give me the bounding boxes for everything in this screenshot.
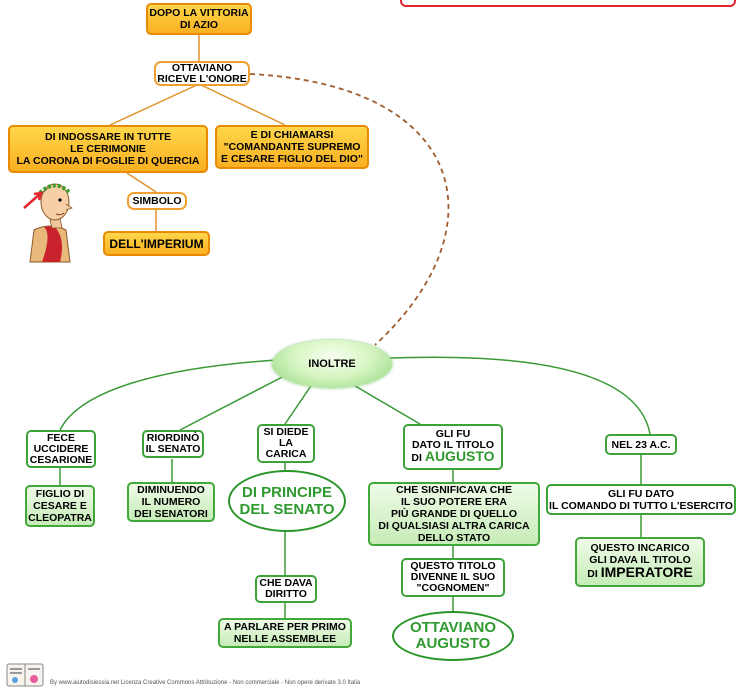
- node-nel-23-ac: NEL 23 A.C.: [605, 434, 677, 455]
- node-dopo-vittoria-azio: DOPO LA VITTORIA DI AZIO: [146, 3, 252, 35]
- incarico-text: QUESTO INCARICO GLI DAVA IL TITOLO DI: [587, 542, 691, 580]
- node-che-dava-diritto: CHE DAVA DIRITTO: [255, 575, 317, 603]
- roman-emperor-illustration: [23, 183, 73, 263]
- node-principe-senato: DI PRINCIPE DEL SENATO: [228, 470, 346, 532]
- node-incarico-imperatore: QUESTO INCARICO GLI DAVA IL TITOLO DI IM…: [575, 537, 705, 587]
- node-figlio-cesare: FIGLIO DI CESARE E CLEOPATRA: [25, 485, 95, 527]
- node-cognomen: QUESTO TITOLO DIVENNE IL SUO "COGNOMEN": [401, 558, 505, 597]
- node-comando-esercito: GLI FU DATO IL COMANDO DI TUTTO L'ESERCI…: [546, 484, 736, 515]
- node-ottaviano-augusto: OTTAVIANO AUGUSTO: [392, 611, 514, 661]
- node-fece-uccidere: FECE UCCIDERE CESARIONE: [26, 430, 96, 468]
- node-chiamarsi-comandante: E DI CHIAMARSI "COMANDANTE SUPREMO E CES…: [215, 125, 369, 169]
- hub-inoltre: INOLTRE: [272, 340, 392, 388]
- node-ottaviano-riceve: OTTAVIANO RICEVE L'ONORE: [154, 61, 250, 86]
- node-titolo-augusto: GLI FU DATO IL TITOLO DI AUGUSTO: [403, 424, 503, 470]
- node-simbolo: SIMBOLO: [127, 192, 187, 210]
- book-logo-icon: [6, 663, 44, 687]
- node-indossare-corona: DI INDOSSARE IN TUTTE LE CERIMONIE LA CO…: [8, 125, 208, 173]
- node-parlare-per-primo: A PARLARE PER PRIMO NELLE ASSEMBLEE: [218, 618, 352, 648]
- license-footer: By www.aiutodislessia.net Licenza Creati…: [50, 680, 361, 686]
- node-si-diede-carica: SI DIEDE LA CARICA: [257, 424, 315, 463]
- node-significava: CHE SIGNIFICAVA CHE IL SUO POTERE ERA PI…: [368, 482, 540, 546]
- imperatore-word: IMPERATORE: [600, 564, 693, 580]
- title-frame-edge: [400, 0, 736, 7]
- titolo-augusto-text: GLI FU DATO IL TITOLO DI: [411, 428, 495, 464]
- augusto-word: AUGUSTO: [424, 448, 495, 464]
- node-riordino-senato: RIORDINÒ IL SENATO: [142, 430, 204, 458]
- node-diminuendo: DIMINUENDO IL NUMERO DEI SENATORI: [127, 482, 215, 522]
- node-imperium: DELL'IMPERIUM: [103, 231, 210, 256]
